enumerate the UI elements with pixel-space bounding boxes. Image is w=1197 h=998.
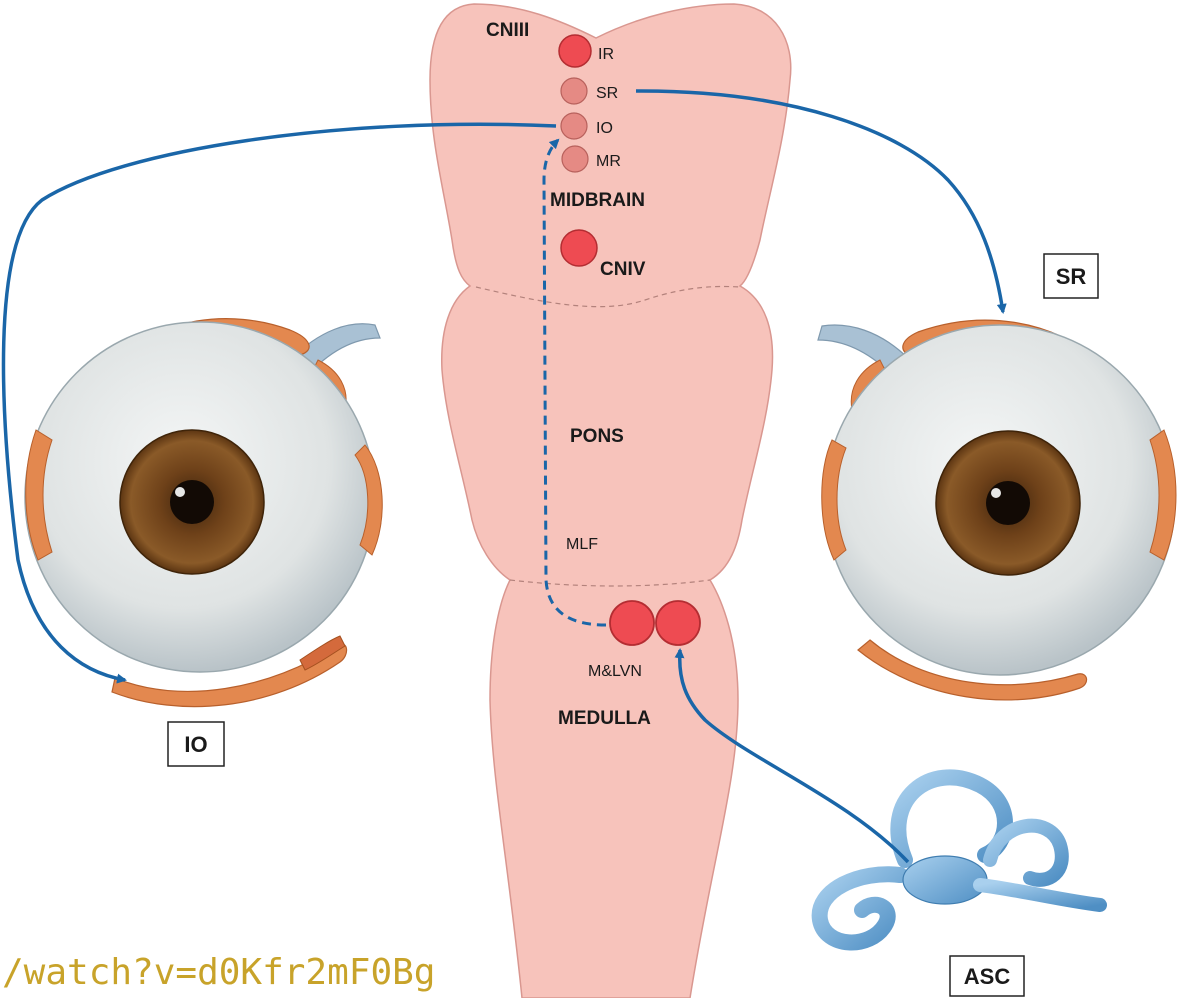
semicircular-canal xyxy=(820,777,1100,942)
medial-vestibular-nucleus xyxy=(610,601,654,645)
lateral-vestibular-nucleus xyxy=(656,601,700,645)
right-eye-pupil xyxy=(986,481,1030,525)
asc-box-label: ASC xyxy=(964,964,1011,989)
right-eye-highlight xyxy=(991,488,1001,498)
mlf-label: MLF xyxy=(566,536,598,553)
mr-nucleus xyxy=(562,146,588,172)
cn3-label: CNIII xyxy=(486,20,529,41)
left-eye-pupil xyxy=(170,480,214,524)
video-url-fragment[interactable]: /watch?v=d0Kfr2mF0Bg xyxy=(2,952,435,993)
midbrain-label: MIDBRAIN xyxy=(550,190,645,211)
sr-nucleus xyxy=(561,78,587,104)
io-nucleus-label: IO xyxy=(596,120,613,137)
io-box: IO xyxy=(168,722,224,766)
medulla-label: MEDULLA xyxy=(558,708,651,729)
cn4-label: CNIV xyxy=(600,259,646,280)
left-eye xyxy=(25,319,382,707)
sr-box-label: SR xyxy=(1056,264,1087,289)
canal-tail xyxy=(980,885,1100,905)
sr-nucleus-label: SR xyxy=(596,85,618,102)
canal-cochlea xyxy=(820,874,900,942)
io-box-label: IO xyxy=(184,732,207,757)
ir-nucleus-label: IR xyxy=(598,46,614,63)
sr-box: SR xyxy=(1044,254,1098,298)
canal-vestibule xyxy=(903,856,987,904)
asc-box: ASC xyxy=(950,956,1024,996)
ir-nucleus xyxy=(559,35,591,67)
cn4-nucleus xyxy=(561,230,597,266)
io-nucleus xyxy=(561,113,587,139)
right-eye xyxy=(818,320,1176,700)
left-eye-highlight xyxy=(175,487,185,497)
mlvn-label: M&LVN xyxy=(588,663,642,680)
pons-label: PONS xyxy=(570,426,624,447)
mr-nucleus-label: MR xyxy=(596,153,621,170)
